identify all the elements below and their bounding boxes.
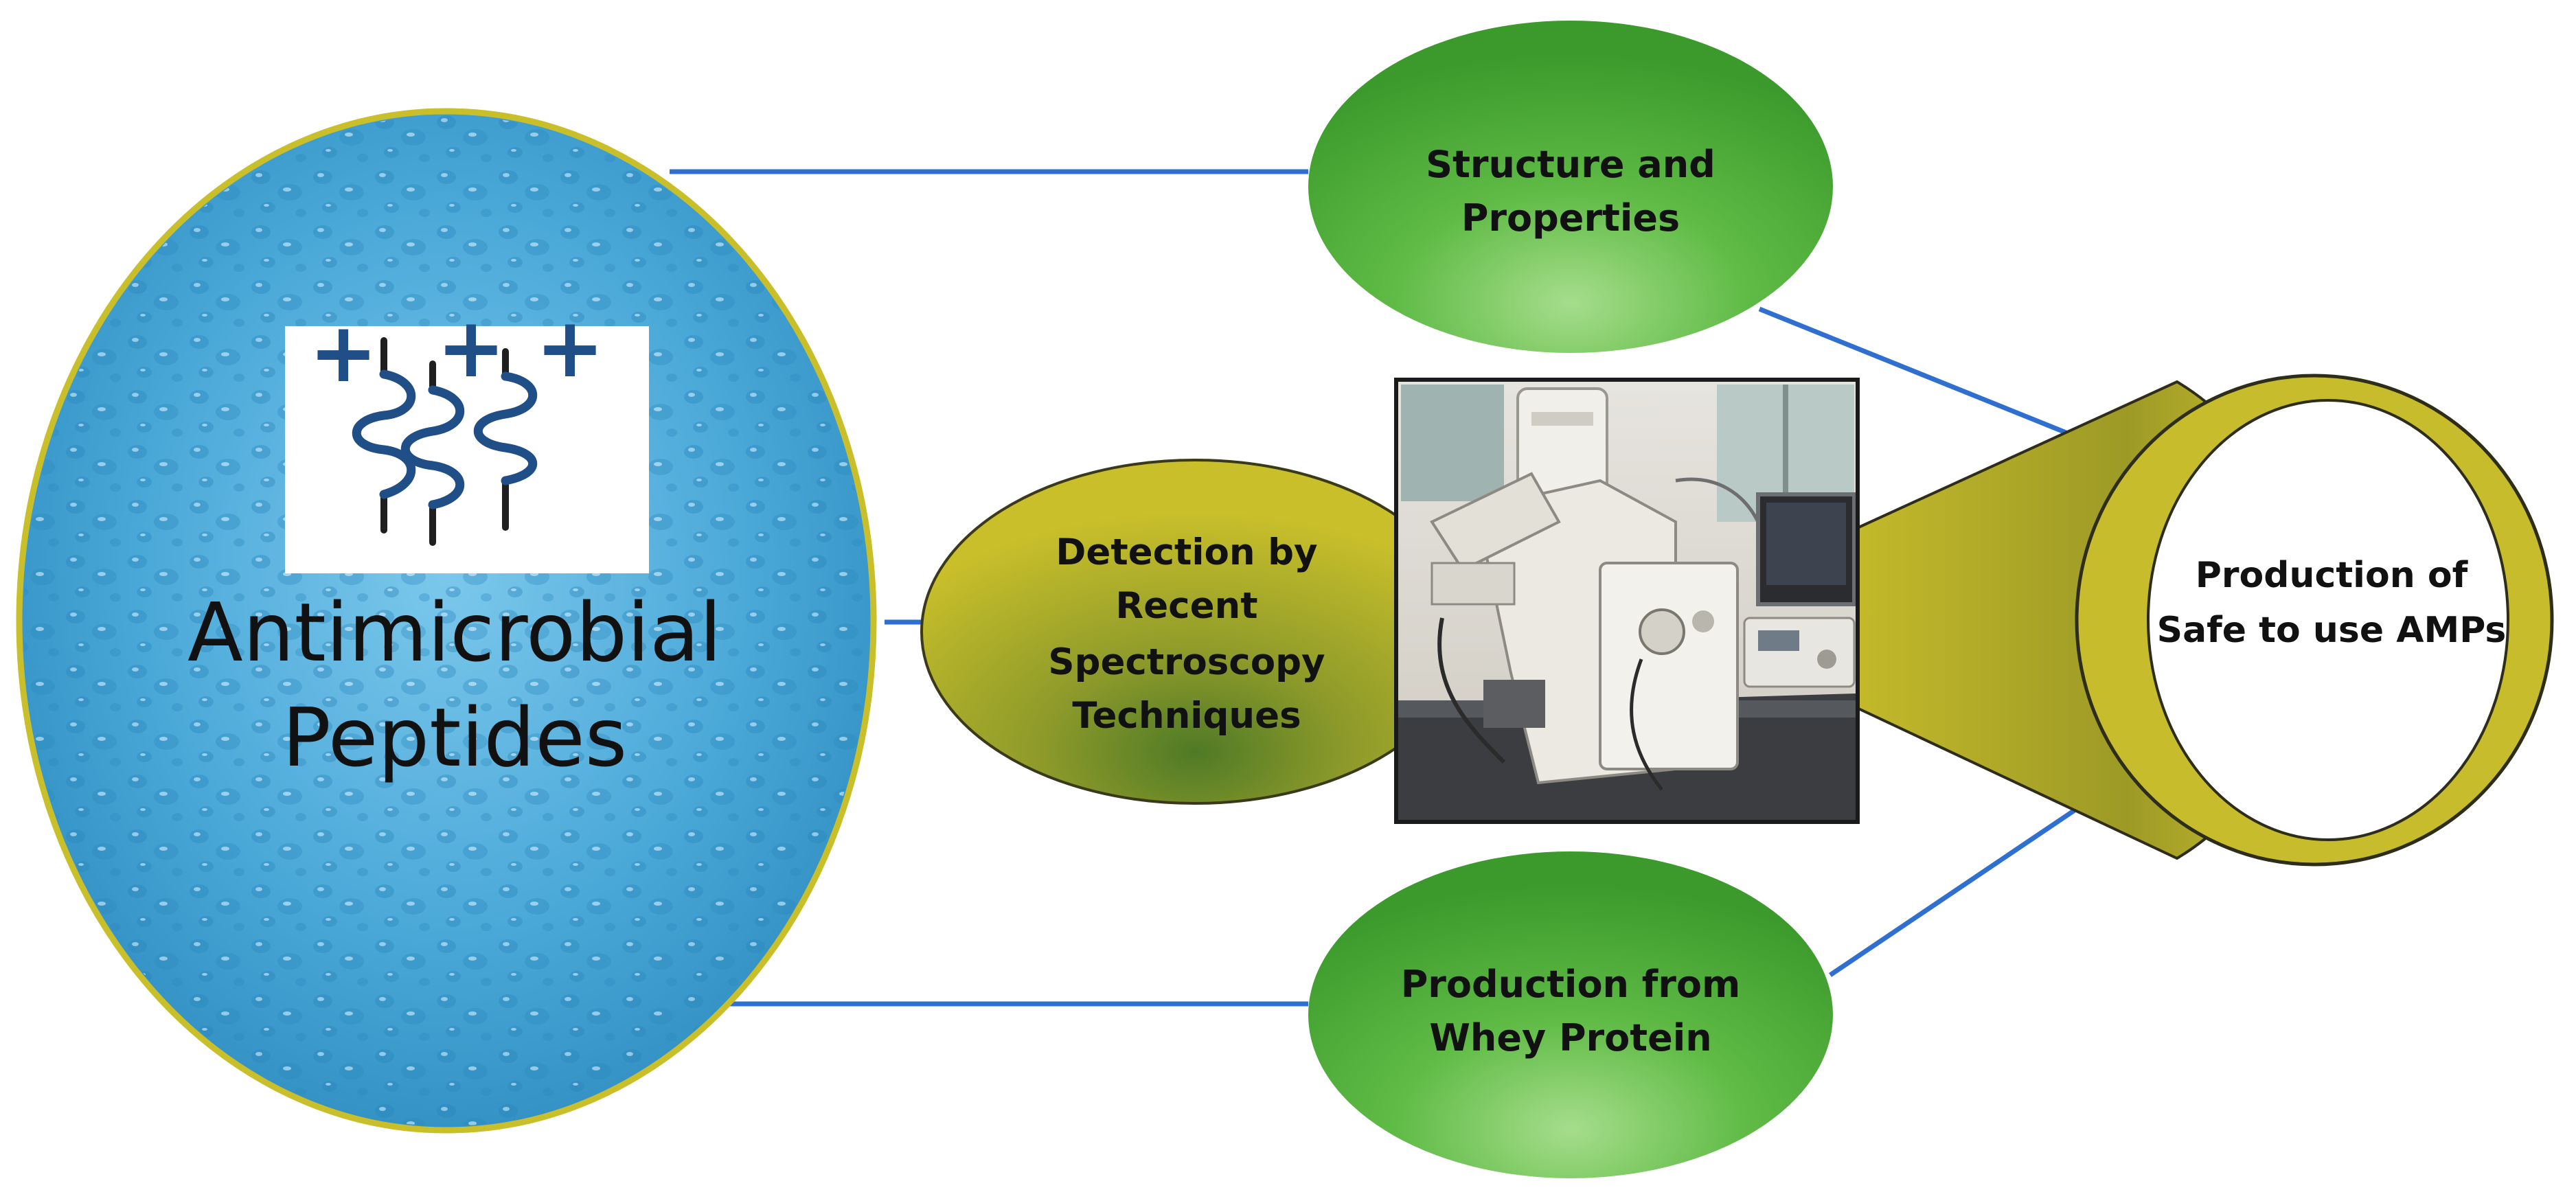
- charge-plus-icons: + + +: [309, 301, 605, 401]
- safe-label-line2: Safe to use AMPs: [2157, 610, 2507, 651]
- center-title-line2: Peptides: [282, 690, 627, 785]
- detection-label-line1: Detection by: [1056, 531, 1317, 573]
- helical-peptide-icon: + + +: [285, 301, 649, 573]
- spectroscopy-instrument-photo: [1394, 378, 1860, 824]
- safe-label-line1: Production of: [2196, 555, 2469, 596]
- whey-protein-node: Production from Whey Protein: [1308, 851, 1833, 1178]
- detection-label-line4: Techniques: [1072, 695, 1301, 737]
- structure-label-line1: Structure and: [1426, 143, 1716, 186]
- center-title-line1: Antimicrobial: [187, 585, 722, 680]
- structure-properties-node: Structure and Properties: [1308, 21, 1833, 353]
- safe-amps-node: Production of Safe to use AMPs: [1854, 374, 2554, 867]
- whey-label-line2: Whey Protein: [1429, 1016, 1711, 1059]
- charge-plus-3: +: [536, 301, 605, 396]
- whey-label-line1: Production from: [1401, 963, 1741, 1006]
- connector-whey-safe: [1829, 791, 2101, 977]
- detection-label-line2: Recent: [1115, 585, 1257, 627]
- connector-structure-safe: [1758, 306, 2101, 449]
- detection-node: Detection by Recent Spectroscopy Techniq…: [920, 459, 1470, 805]
- charge-plus-2: +: [437, 301, 506, 396]
- antimicrobial-peptides-node: + + + Antimicrobial Peptides: [16, 108, 877, 1134]
- structure-label-line2: Properties: [1461, 196, 1680, 240]
- detection-label-line3: Spectroscopy: [1048, 641, 1325, 683]
- connectors: [670, 169, 2101, 1007]
- charge-plus-1: +: [309, 306, 378, 401]
